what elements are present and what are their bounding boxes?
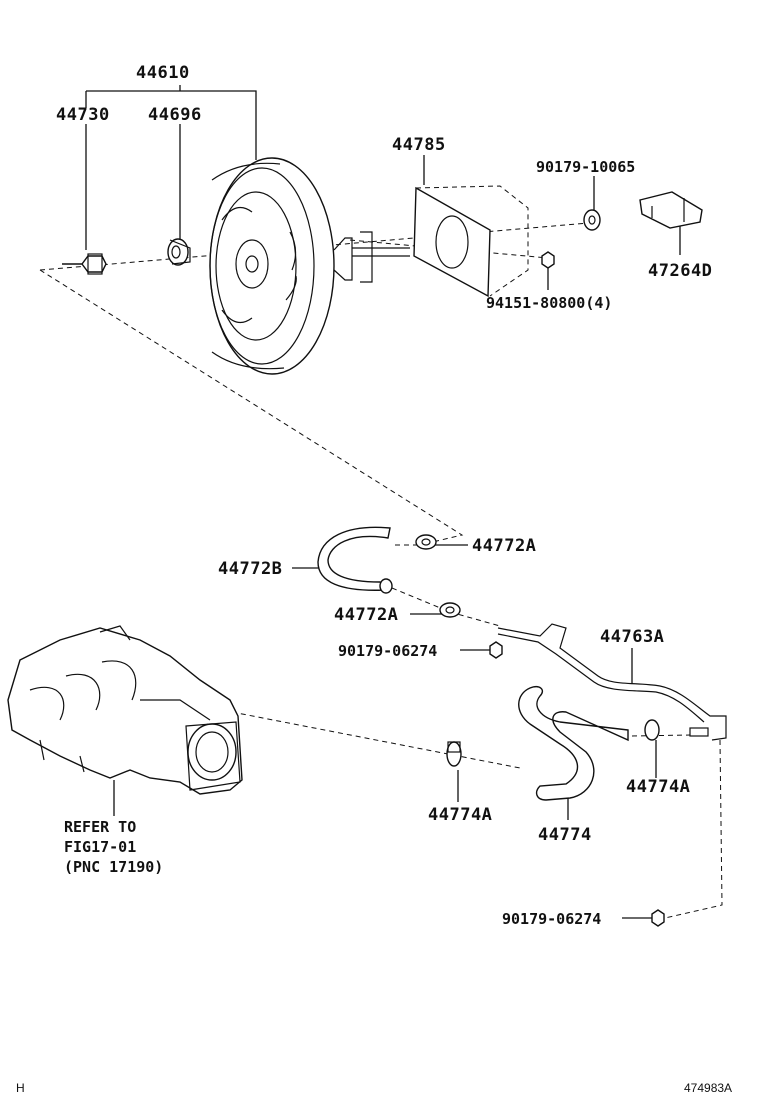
label-44785: 44785 <box>392 135 446 155</box>
label-44772A-mid: 44772A <box>334 605 398 625</box>
refer-line-2: FIG17-01 <box>64 838 136 856</box>
clip-44772A-top <box>415 534 437 550</box>
nut-94151-80800 <box>541 251 555 269</box>
label-44763A: 44763A <box>600 627 664 647</box>
part-labels: 44610 44730 44696 44785 90179-10065 4726… <box>56 63 712 928</box>
label-44696: 44696 <box>148 105 202 125</box>
label-44772B: 44772B <box>218 559 282 579</box>
label-44730: 44730 <box>56 105 110 125</box>
clevis-47264D <box>639 191 703 229</box>
clip-44774A-right <box>644 719 660 741</box>
label-44774A-right: 44774A <box>626 777 690 797</box>
grommet-44696 <box>167 238 191 266</box>
nut-90179-06274-a <box>489 641 503 659</box>
label-44774A-left: 44774A <box>428 805 492 825</box>
label-47264D: 47264D <box>648 261 712 281</box>
hose-44774 <box>518 686 629 801</box>
drawing-number: 474983A <box>684 1081 732 1095</box>
refer-line-1: REFER TO <box>64 818 136 836</box>
nut-90179-10065 <box>583 209 601 231</box>
corner-mark: H <box>16 1081 25 1095</box>
clip-44772A-mid <box>439 602 461 618</box>
label-94151-80800: 94151-80800(4) <box>486 294 612 312</box>
label-44774: 44774 <box>538 825 592 845</box>
footer: H 474983A <box>16 1081 732 1095</box>
brake-booster-44610 <box>209 157 410 375</box>
clip-44774A-left <box>446 741 462 767</box>
label-44610: 44610 <box>136 63 190 83</box>
label-90179-10065: 90179-10065 <box>536 158 635 176</box>
label-90179-06274-b: 90179-06274 <box>502 910 601 928</box>
refer-line-3: (PNC 17190) <box>64 858 163 876</box>
nut-90179-06274-b <box>651 909 665 927</box>
dashed-assembly-lines <box>39 221 723 919</box>
gasket-44785 <box>413 185 529 298</box>
hose-44772B <box>317 526 393 594</box>
leader-lines <box>85 85 681 919</box>
label-44772A-top: 44772A <box>472 536 536 556</box>
check-valve-44730 <box>62 253 107 275</box>
pipe-44763A <box>497 623 727 741</box>
label-90179-06274-a: 90179-06274 <box>338 642 437 660</box>
intake-manifold <box>7 625 243 795</box>
